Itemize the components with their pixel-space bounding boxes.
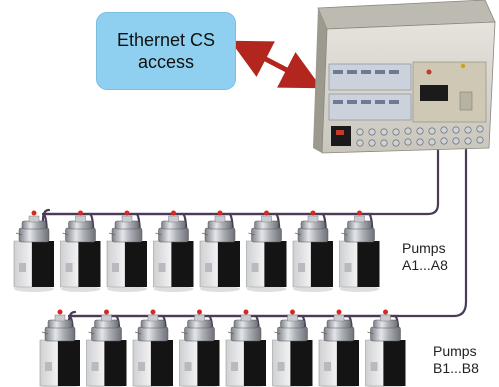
- callout-line-2: access: [137, 52, 195, 72]
- ethernet-access-callout: Ethernet CS access: [96, 12, 236, 90]
- pump-row-a-label: Pumps A1...A8: [402, 240, 448, 274]
- pump-b5-icon: [225, 309, 267, 387]
- pump-a8-icon: [339, 210, 380, 293]
- pump-row-b-label-line-2: B1...B8: [433, 360, 479, 376]
- pump-row-b-label-line-1: Pumps: [433, 343, 477, 359]
- controller-rack-icon: [313, 0, 496, 154]
- pump-row-b-label: Pumps B1...B8: [433, 343, 479, 377]
- pump-a4-icon: [153, 210, 194, 293]
- pump-a6-icon: [246, 210, 287, 293]
- double-headed-arrow-icon: [230, 40, 322, 89]
- pump-b7-icon: [318, 309, 360, 387]
- pump-row-a-label-line-1: Pumps: [402, 240, 446, 256]
- cable: [41, 208, 51, 239]
- pump-row-a-label-line-2: A1...A8: [402, 257, 448, 273]
- pump-b4-icon: [179, 309, 220, 387]
- pump-array: [13, 210, 406, 387]
- pump-b3-icon: [132, 309, 174, 387]
- callout-line-1: Ethernet CS: [116, 30, 216, 50]
- pump-a3-icon: [106, 210, 148, 293]
- cable: [44, 148, 440, 216]
- cable: [70, 148, 468, 318]
- pump-b8-icon: [365, 309, 406, 387]
- pump-a2-icon: [60, 210, 101, 293]
- pump-a1-icon: [13, 210, 55, 293]
- pump-b2-icon: [86, 309, 127, 387]
- pump-b1-icon: [39, 309, 81, 387]
- pump-a7-icon: [292, 210, 334, 293]
- pump-b6-icon: [272, 309, 313, 387]
- pump-a5-icon: [199, 210, 241, 293]
